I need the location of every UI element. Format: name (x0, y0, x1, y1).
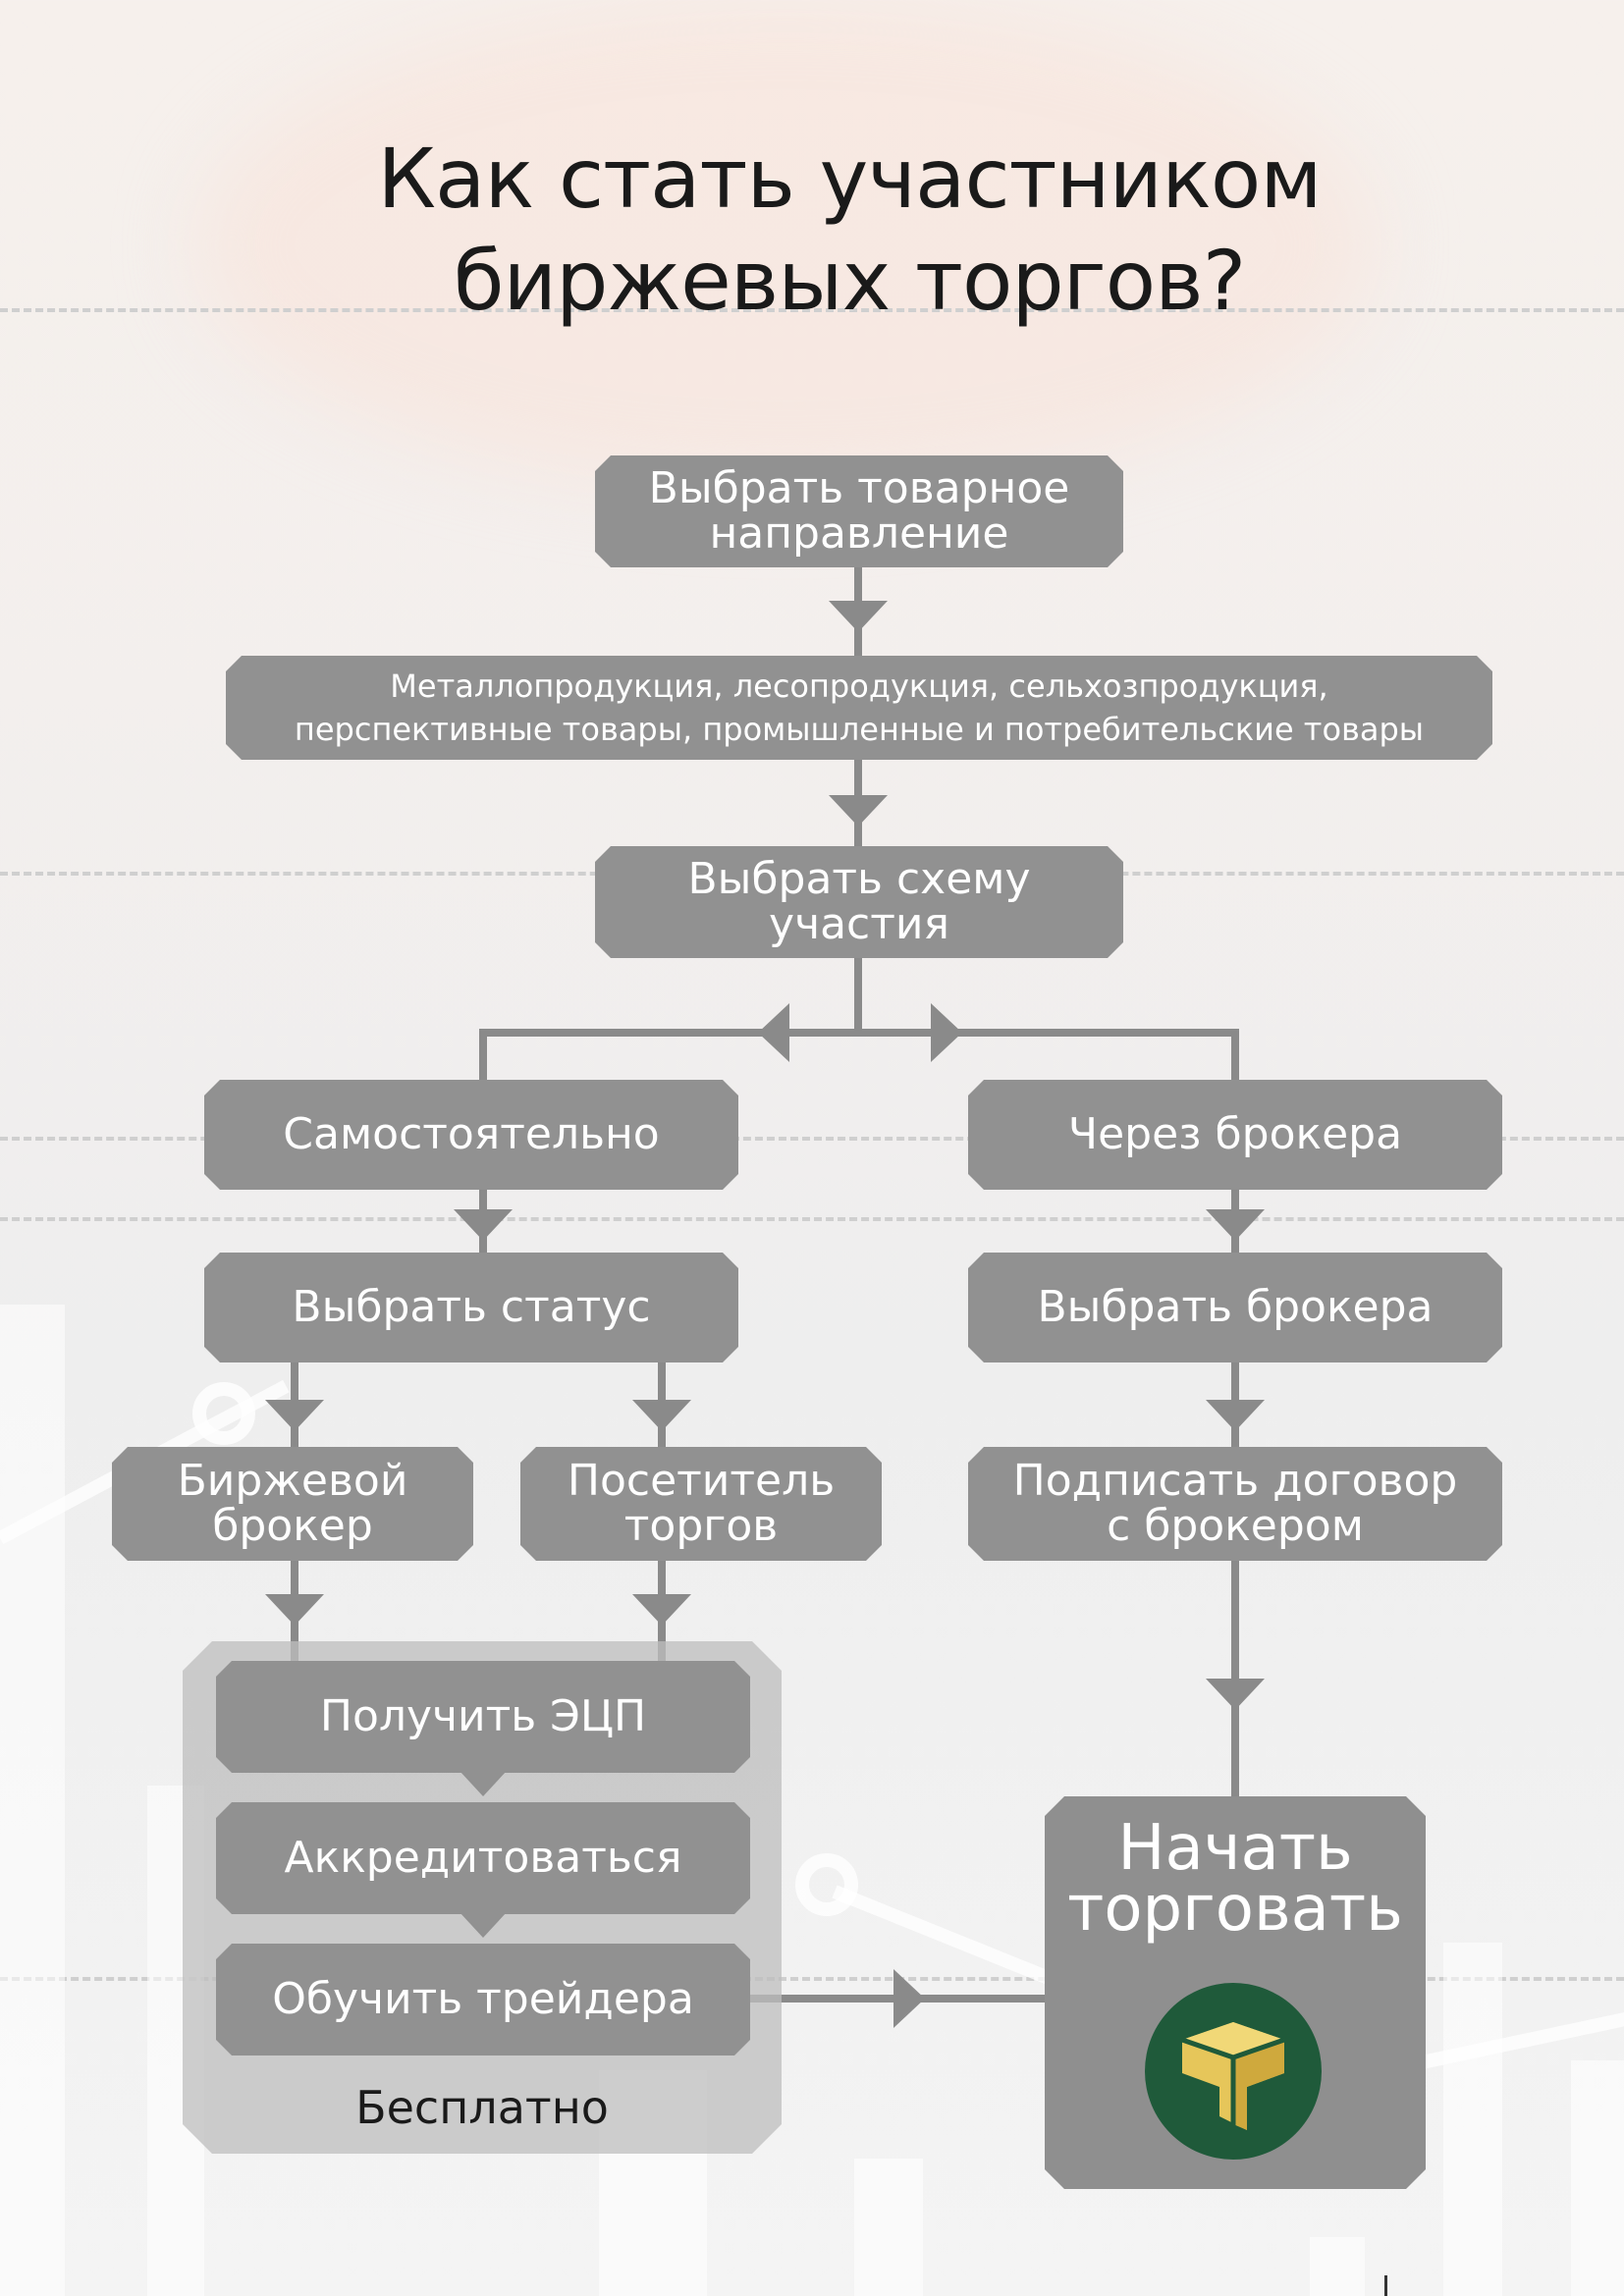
arrowheads (265, 601, 1265, 2028)
node-get-eds-label: Получить ЭЦП (319, 1691, 647, 1741)
free-label: Бесплатно (355, 2081, 609, 2134)
node-choose-scheme-line2: участия (769, 899, 949, 949)
node-exchange-broker-line1: Биржевой (177, 1456, 408, 1506)
node-sign-contract-line1: Подписать договор (1012, 1456, 1458, 1506)
node-exchange-broker-line2: брокер (212, 1501, 373, 1551)
node-start-trading: Начать торговать (1045, 1796, 1426, 2189)
node-goods-line2: перспективные товары, промышленные и пот… (294, 711, 1425, 748)
node-sign-contract-line2: с брокером (1107, 1501, 1364, 1551)
node-accredit: Аккредитоваться (216, 1802, 750, 1914)
page-edge-mark (1384, 2275, 1387, 2296)
node-accredit-label: Аккредитоваться (284, 1833, 682, 1883)
node-goods-line1: Металлопродукция, лесопродукция, сельхоз… (390, 667, 1328, 705)
node-train-trader-label: Обучить трейдера (272, 1974, 694, 2024)
node-sign-contract: Подписать договор с брокером (968, 1447, 1502, 1561)
node-choose-status-label: Выбрать статус (292, 1282, 651, 1332)
node-choose-status: Выбрать статус (204, 1253, 738, 1362)
node-goods: Металлопродукция, лесопродукция, сельхоз… (226, 656, 1492, 760)
node-choose-scheme: Выбрать схему участия (595, 846, 1123, 958)
node-via-broker: Через брокера (968, 1080, 1502, 1190)
node-self-label: Самостоятельно (283, 1109, 660, 1159)
node-get-eds: Получить ЭЦП (216, 1661, 750, 1773)
page-title-line1: Как стать участником (377, 131, 1322, 227)
start-trading-text: Начать торговать (1045, 1818, 1426, 1940)
start-trading-line2: торговать (1067, 1873, 1403, 1946)
exchange-logo-icon (1145, 1983, 1322, 2160)
node-choose-direction-line1: Выбрать товарное (648, 463, 1070, 513)
node-visitor: Посетитель торгов (520, 1447, 882, 1561)
node-train-trader: Обучить трейдера (216, 1944, 750, 2056)
node-choose-direction: Выбрать товарное направление (595, 455, 1123, 567)
page-title-line2: биржевых торгов? (453, 233, 1247, 329)
node-choose-direction-line2: направление (709, 508, 1009, 559)
node-visitor-line1: Посетитель (567, 1456, 836, 1506)
node-visitor-line2: торгов (623, 1501, 779, 1551)
node-via-broker-label: Через брокера (1067, 1109, 1403, 1159)
node-self: Самостоятельно (204, 1080, 738, 1190)
logo-mark (1145, 1983, 1322, 2160)
page-title: Как стать участником биржевых торгов? (0, 128, 1624, 332)
start-trading-line1: Начать (1117, 1812, 1353, 1885)
node-choose-scheme-line1: Выбрать схему (687, 854, 1031, 904)
node-choose-broker: Выбрать брокера (968, 1253, 1502, 1362)
node-choose-broker-label: Выбрать брокера (1037, 1282, 1434, 1332)
node-exchange-broker: Биржевой брокер (112, 1447, 473, 1561)
